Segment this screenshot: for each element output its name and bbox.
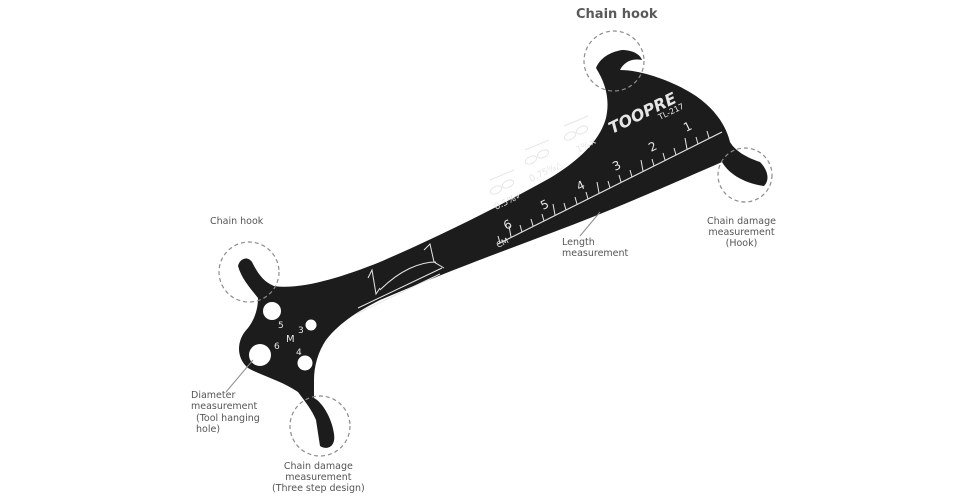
tool-body <box>238 50 768 448</box>
hole-number: 3 <box>298 326 304 336</box>
diameter-pointer-line <box>225 359 254 393</box>
callout-circle-three-step <box>289 395 351 457</box>
hole-number: 4 <box>296 348 302 358</box>
hole-number: 6 <box>274 342 280 352</box>
callout-circle-top-hook <box>583 30 645 92</box>
chain-illustration <box>355 243 445 315</box>
chain-link-icon <box>489 169 515 195</box>
label-chain-damage-three-step: Chain damage measurement (Three step des… <box>272 461 365 494</box>
hole-numbers: 5 6 M 3 4 <box>274 321 304 358</box>
label-tool-hanging-hole: (Tool hanging hole) <box>196 413 260 435</box>
callout-circles <box>218 30 773 457</box>
chain-link-icon <box>563 115 589 141</box>
diameter-holes <box>249 302 317 371</box>
label-chain-damage-hook: Chain damage measurement (Hook) <box>707 216 776 249</box>
wear-gauge <box>489 115 589 195</box>
chain-link-icon <box>524 139 550 165</box>
label-diameter-measurement: Diameter measurement <box>191 390 258 412</box>
label-chain-hook-left: Chain hook <box>210 216 264 227</box>
hole-number: M <box>286 334 295 345</box>
label-length-measurement: Length measurement <box>562 237 629 259</box>
length-pointer-line <box>579 211 601 237</box>
hole-number: 5 <box>278 321 284 331</box>
callout-circle-left-hook <box>218 241 280 303</box>
label-chain-hook-top: Chain hook <box>576 7 658 22</box>
ruler-strip <box>497 130 723 245</box>
callout-circle-right-hook <box>717 147 773 203</box>
